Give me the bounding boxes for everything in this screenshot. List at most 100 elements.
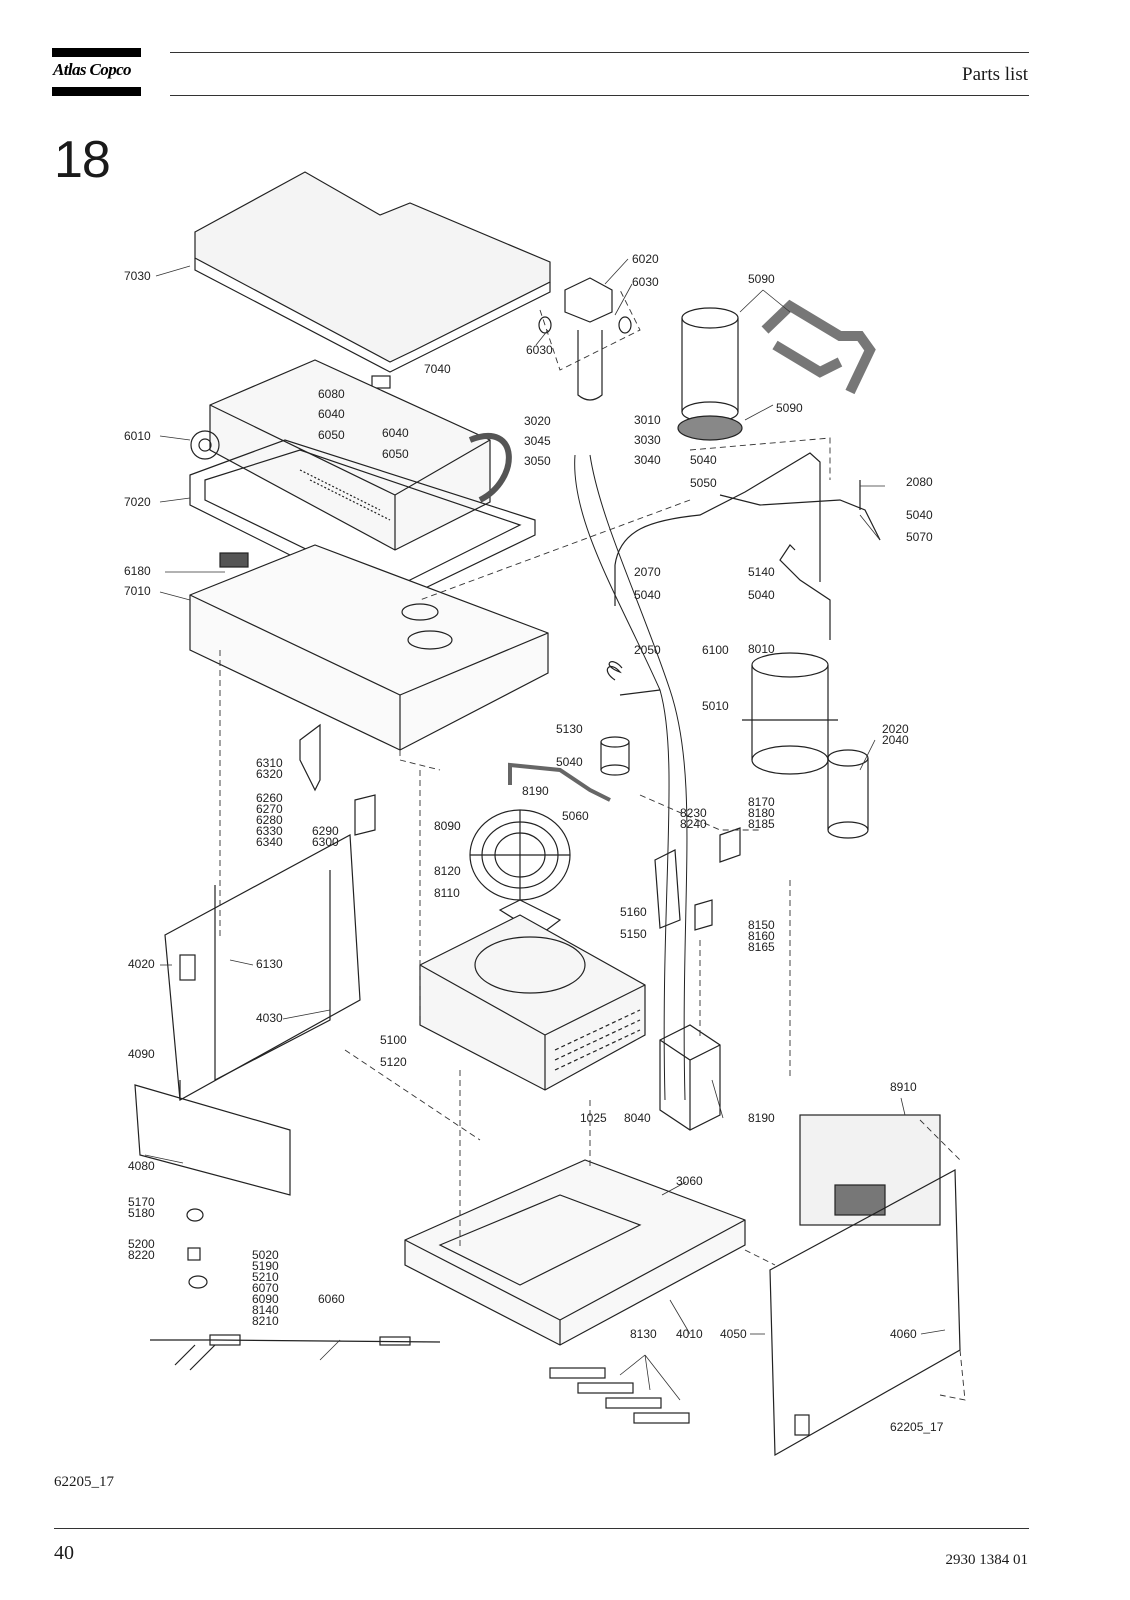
- callout-6280: 6280: [256, 813, 283, 827]
- callout-6050: 6050: [382, 447, 409, 461]
- callout-6060: 6060: [318, 1292, 345, 1306]
- callout-5040: 5040: [748, 588, 775, 602]
- callout-3010: 3010: [634, 413, 661, 427]
- callout-3020: 3020: [524, 414, 551, 428]
- footer-rule: [54, 1528, 1029, 1529]
- callout-6070: 6070: [252, 1281, 279, 1295]
- brand-logo: Atlas Copco: [52, 48, 141, 96]
- callout-5170: 5170: [128, 1195, 155, 1209]
- callout-6100: 6100: [702, 643, 729, 657]
- callout-6030: 6030: [526, 343, 553, 357]
- callout-7020: 7020: [124, 495, 151, 509]
- callout-8165: 8165: [748, 940, 775, 954]
- callout-7040: 7040: [424, 362, 451, 376]
- drawing-reference: 62205_17: [890, 1420, 944, 1434]
- callout-4060: 4060: [890, 1327, 917, 1341]
- callout-8190: 8190: [748, 1111, 775, 1125]
- callout-6180: 6180: [124, 564, 151, 578]
- callout-4090: 4090: [128, 1047, 155, 1061]
- callout-2050: 2050: [634, 643, 661, 657]
- section-number: 18: [54, 131, 111, 189]
- logo-bar-top: [52, 48, 141, 57]
- callout-8010: 8010: [748, 642, 775, 656]
- callout-8140: 8140: [252, 1303, 279, 1317]
- callout-4080: 4080: [128, 1159, 155, 1173]
- callout-6010: 6010: [124, 429, 151, 443]
- callout-5150: 5150: [620, 927, 647, 941]
- callout-8040: 8040: [624, 1111, 651, 1125]
- logo-wordmark: Atlas Copco: [53, 60, 132, 79]
- callout-8110: 8110: [434, 886, 460, 900]
- callout-5090: 5090: [776, 401, 803, 415]
- callout-5120: 5120: [380, 1055, 407, 1069]
- document-number: 2930 1384 01: [945, 1552, 1029, 1568]
- callout-3045: 3045: [524, 434, 551, 448]
- callout-8090: 8090: [434, 819, 461, 833]
- callout-4030: 4030: [256, 1011, 283, 1025]
- header-rule-top: [170, 52, 1029, 53]
- callout-2020: 2020: [882, 722, 909, 736]
- callout-6300: 6300: [312, 835, 339, 849]
- callout-8185: 8185: [748, 817, 775, 831]
- callout-8190: 8190: [522, 784, 549, 798]
- callout-6130: 6130: [256, 957, 283, 971]
- callout-5180: 5180: [128, 1206, 155, 1220]
- callout-5020: 5020: [252, 1248, 279, 1262]
- callout-5050: 5050: [690, 476, 717, 490]
- callout-4020: 4020: [128, 957, 155, 971]
- callout-5070: 5070: [906, 530, 933, 544]
- callout-5130: 5130: [556, 722, 583, 736]
- figure-reference: 62205_17: [54, 1474, 114, 1490]
- callout-6330: 6330: [256, 824, 283, 838]
- callout-8150: 8150: [748, 918, 775, 932]
- callout-5040: 5040: [634, 588, 661, 602]
- callout-5210: 5210: [252, 1270, 279, 1284]
- callout-1025: 1025: [580, 1111, 607, 1125]
- callout-6320: 6320: [256, 767, 283, 781]
- header-rule-bottom: [170, 95, 1029, 96]
- callout-6310: 6310: [256, 756, 283, 770]
- callout-6050: 6050: [318, 428, 345, 442]
- callout-4050: 4050: [720, 1327, 747, 1341]
- page-number: 40: [54, 1542, 74, 1564]
- callout-5060: 5060: [562, 809, 589, 823]
- callout-6260: 6260: [256, 791, 283, 805]
- document-title: Parts list: [962, 64, 1028, 85]
- callout-7030: 7030: [124, 269, 151, 283]
- callout-2080: 2080: [906, 475, 933, 489]
- callout-6080: 6080: [318, 387, 345, 401]
- callout-6040: 6040: [382, 426, 409, 440]
- callout-5140: 5140: [748, 565, 775, 579]
- callout-8230: 8230: [680, 806, 707, 820]
- callout-3050: 3050: [524, 454, 551, 468]
- callout-8910: 8910: [890, 1080, 917, 1094]
- callout-6030: 6030: [632, 275, 659, 289]
- callout-8170: 8170: [748, 795, 775, 809]
- callout-5090: 5090: [748, 272, 775, 286]
- callout-8210: 8210: [252, 1314, 279, 1328]
- callout-2040: 2040: [882, 733, 909, 747]
- callout-3040: 3040: [634, 453, 661, 467]
- callout-5010: 5010: [702, 699, 729, 713]
- callout-8130: 8130: [630, 1327, 657, 1341]
- callout-8160: 8160: [748, 929, 775, 943]
- callout-5160: 5160: [620, 905, 647, 919]
- callout-5100: 5100: [380, 1033, 407, 1047]
- callout-6040: 6040: [318, 407, 345, 421]
- callout-8240: 8240: [680, 817, 707, 831]
- callout-5040: 5040: [690, 453, 717, 467]
- callout-2070: 2070: [634, 565, 661, 579]
- logo-bar-bottom: [52, 87, 141, 96]
- callout-6020: 6020: [632, 252, 659, 266]
- callout-8180: 8180: [748, 806, 775, 820]
- callout-7010: 7010: [124, 584, 151, 598]
- callout-5040: 5040: [556, 755, 583, 769]
- callout-6290: 6290: [312, 824, 339, 838]
- callout-6340: 6340: [256, 835, 283, 849]
- callout-6270: 6270: [256, 802, 283, 816]
- callout-5190: 5190: [252, 1259, 279, 1273]
- callout-6090: 6090: [252, 1292, 279, 1306]
- callout-5200: 5200: [128, 1237, 155, 1251]
